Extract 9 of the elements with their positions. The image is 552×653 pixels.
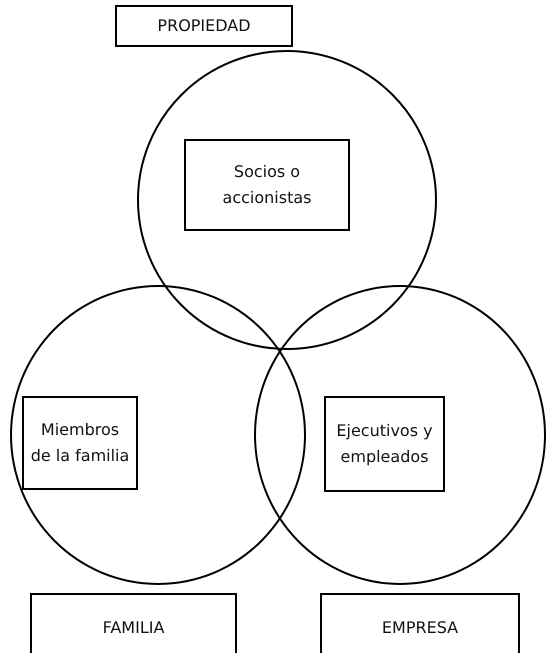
role-label-box: Miembros de la familia — [22, 396, 138, 490]
role-label-box: Ejecutivos y empleados — [324, 396, 445, 492]
venn-circle — [10, 285, 306, 585]
venn-circle — [254, 285, 546, 585]
role-label-box: Socios o accionistas — [184, 139, 350, 231]
venn-circle — [137, 50, 437, 350]
heading-box: FAMILIA — [30, 593, 237, 653]
heading-box: EMPRESA — [320, 593, 520, 653]
heading-box: PROPIEDAD — [115, 5, 293, 47]
